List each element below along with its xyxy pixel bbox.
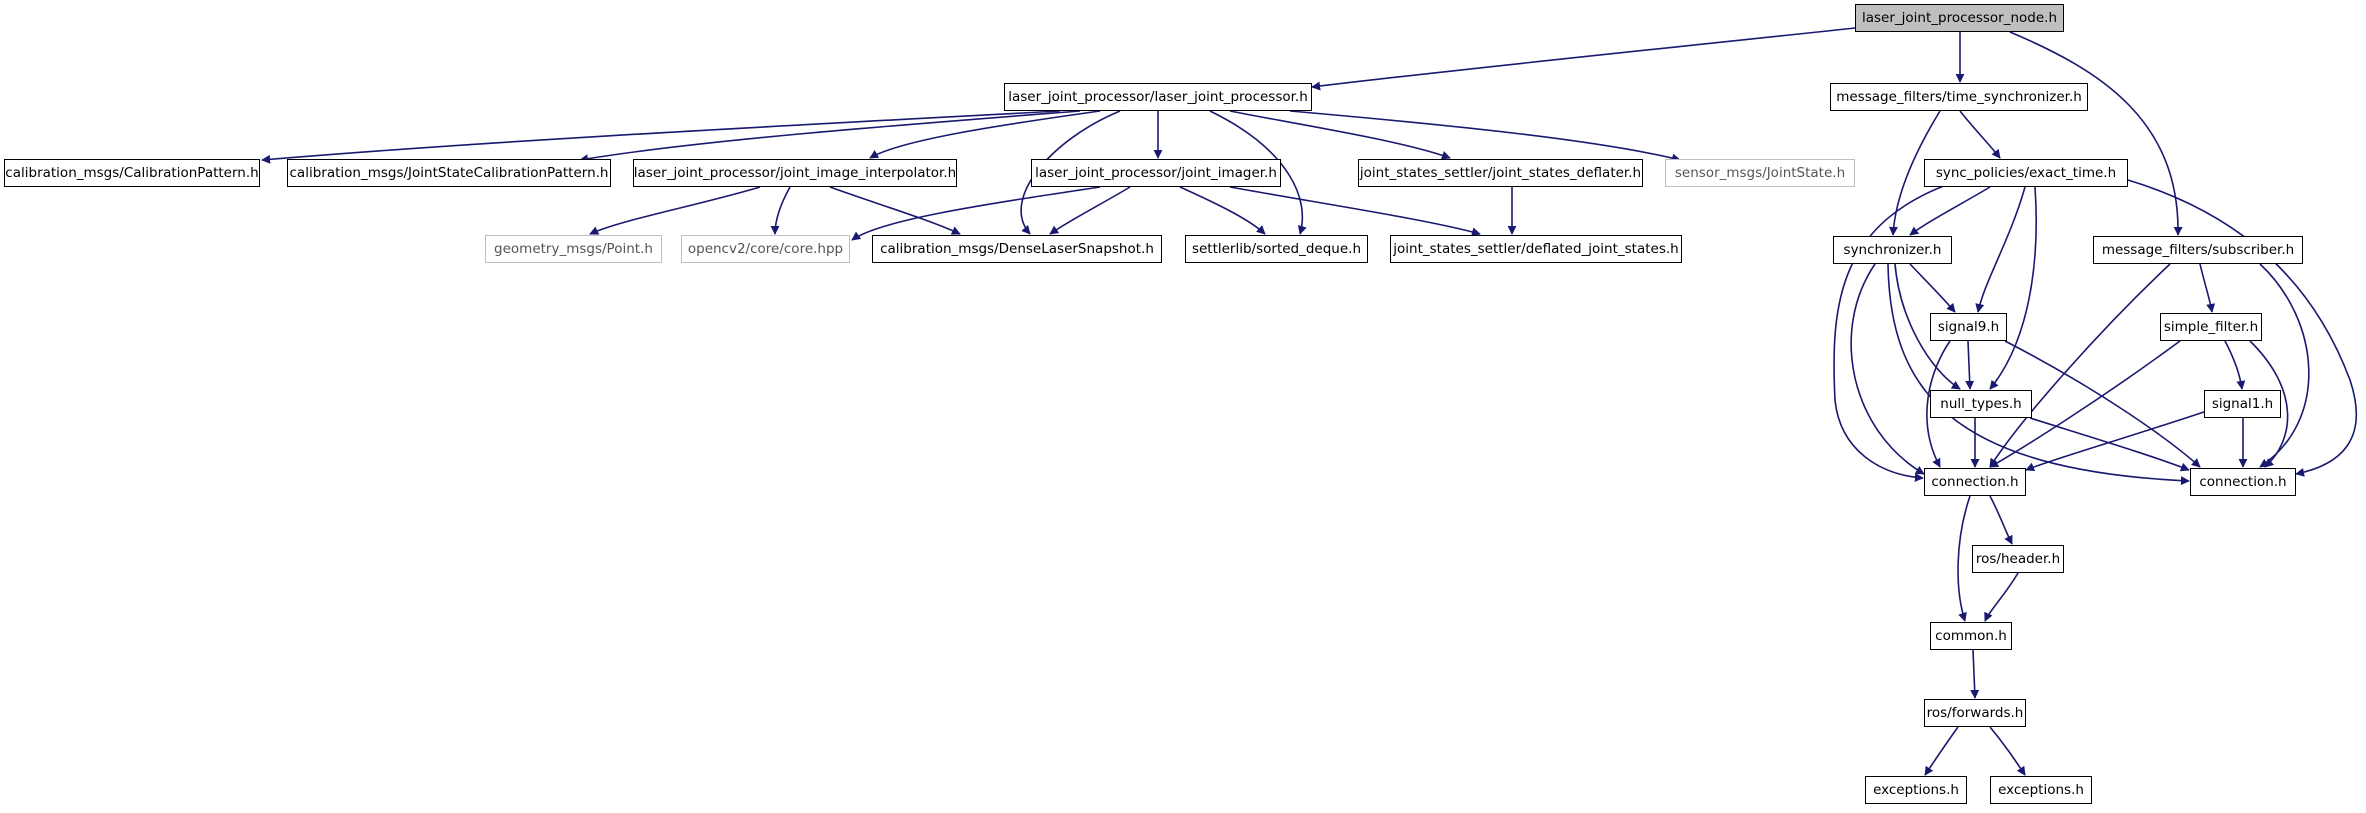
node-joint-imager[interactable]: laser_joint_processor/joint_imager.h [1031, 159, 1281, 187]
edge-ji-to-djs [1229, 186, 1481, 237]
edge-mfs-to-con2 [2259, 263, 2310, 468]
edge-spe-to-s9 [1975, 186, 2026, 313]
node-joint-state-calibration-pattern[interactable]: calibration_msgs/JointStateCalibrationPa… [287, 159, 611, 187]
node-deflated-joint-states[interactable]: joint_states_settler/deflated_joint_stat… [1390, 235, 1682, 263]
edge-ljp-to-jscp [579, 110, 1081, 164]
node-calibration-pattern[interactable]: calibration_msgs/CalibrationPattern.h [4, 159, 260, 187]
node-exact-time[interactable]: sync_policies/exact_time.h [1924, 159, 2128, 187]
edge-sync-to-nt [1894, 263, 1961, 390]
edge-sf-to-con1 [1989, 340, 2181, 468]
edge-root-to-mfs [2009, 31, 2183, 236]
node-sorted-deque[interactable]: settlerlib/sorted_deque.h [1185, 235, 1368, 263]
node-signal1[interactable]: signal1.h [2204, 390, 2281, 418]
node-connection-secondary[interactable]: connection.h [2190, 468, 2296, 496]
edge-ji-to-dls [1049, 186, 1131, 235]
edge-mfts-to-spe [1959, 110, 2001, 159]
edge-rf-to-ex2 [1989, 726, 2026, 776]
edge-sync-to-con1 [1850, 263, 1925, 475]
edge-spe-to-nt [1989, 186, 2037, 390]
node-joint-states-deflater[interactable]: joint_states_settler/joint_states_deflat… [1358, 159, 1643, 187]
edge-mfts-to-sync [1888, 110, 1941, 236]
edge-rh-to-com [1984, 572, 2019, 622]
edge-ljp-to-jii [869, 110, 1101, 159]
node-synchronizer[interactable]: synchronizer.h [1833, 236, 1952, 264]
edge-ji-to-sd [1179, 186, 1266, 235]
node-null-types[interactable]: null_types.h [1930, 390, 2032, 418]
node-joint-image-interpolator[interactable]: laser_joint_processor/joint_image_interp… [633, 159, 957, 187]
edge-jii-to-dls [829, 186, 961, 235]
node-connection-primary[interactable]: connection.h [1924, 468, 2026, 496]
edge-sf-to-s1 [2224, 340, 2246, 390]
edge-mfs-to-sf [2199, 263, 2216, 313]
node-common[interactable]: common.h [1930, 622, 2012, 650]
edge-sf-to-con2 [2249, 340, 2289, 468]
node-exceptions-left[interactable]: exceptions.h [1865, 776, 1967, 804]
edge-s9-to-con1 [1926, 340, 1951, 468]
node-opencv-core[interactable]: opencv2/core/core.hpp [681, 235, 850, 263]
node-laser-joint-processor[interactable]: laser_joint_processor/laser_joint_proces… [1004, 83, 1312, 111]
edge-com-to-rf [1970, 649, 1980, 699]
edge-ljp-to-cp [261, 110, 1061, 164]
node-laser-joint-processor-node[interactable]: laser_joint_processor_node.h [1855, 4, 2064, 32]
node-ros-forwards[interactable]: ros/forwards.h [1924, 699, 2026, 727]
node-subscriber[interactable]: message_filters/subscriber.h [2093, 236, 2303, 264]
node-time-synchronizer[interactable]: message_filters/time_synchronizer.h [1830, 83, 2088, 111]
edge-spe-to-con1 [1833, 179, 1961, 482]
node-geometry-msgs-point[interactable]: geometry_msgs/Point.h [485, 235, 662, 263]
node-sensor-msgs-joint-state[interactable]: sensor_msgs/JointState.h [1665, 159, 1855, 187]
dependency-edges [261, 27, 2358, 776]
edge-nt-to-con2 [2029, 417, 2190, 472]
edge-root-to-ljp [1311, 27, 1856, 91]
node-exceptions-right[interactable]: exceptions.h [1990, 776, 2092, 804]
edge-sync-to-con2 [1887, 263, 2190, 486]
edge-ljp-to-sjs [1289, 110, 1681, 163]
edge-mfs-to-con1 [1989, 263, 2171, 468]
edge-con1-to-rh [1989, 495, 2013, 545]
node-signal9[interactable]: signal9.h [1930, 313, 2007, 341]
edge-ljp-to-jsd [1229, 110, 1451, 160]
edge-s9-to-nt [1965, 340, 1975, 390]
edge-rf-to-ex1 [1924, 726, 1959, 776]
node-dense-laser-snapshot[interactable]: calibration_msgs/DenseLaserSnapshot.h [872, 235, 1162, 263]
edge-jii-to-cv [770, 186, 791, 235]
edge-spe-to-con2 [2127, 179, 2358, 477]
edge-con1-to-com [1957, 495, 1971, 622]
edge-jii-to-gp [589, 186, 761, 235]
edge-s1-to-con1 [2025, 409, 2211, 472]
edge-spe-to-sync [1909, 186, 1991, 236]
edge-s9-to-con2 [2004, 340, 2201, 468]
edge-ljp-to-sd [1209, 110, 1307, 235]
edge-sync-to-s9 [1909, 263, 1956, 313]
node-simple-filter[interactable]: simple_filter.h [2160, 313, 2262, 341]
node-ros-header[interactable]: ros/header.h [1972, 545, 2064, 573]
edge-ji-to-cv [851, 186, 1101, 241]
